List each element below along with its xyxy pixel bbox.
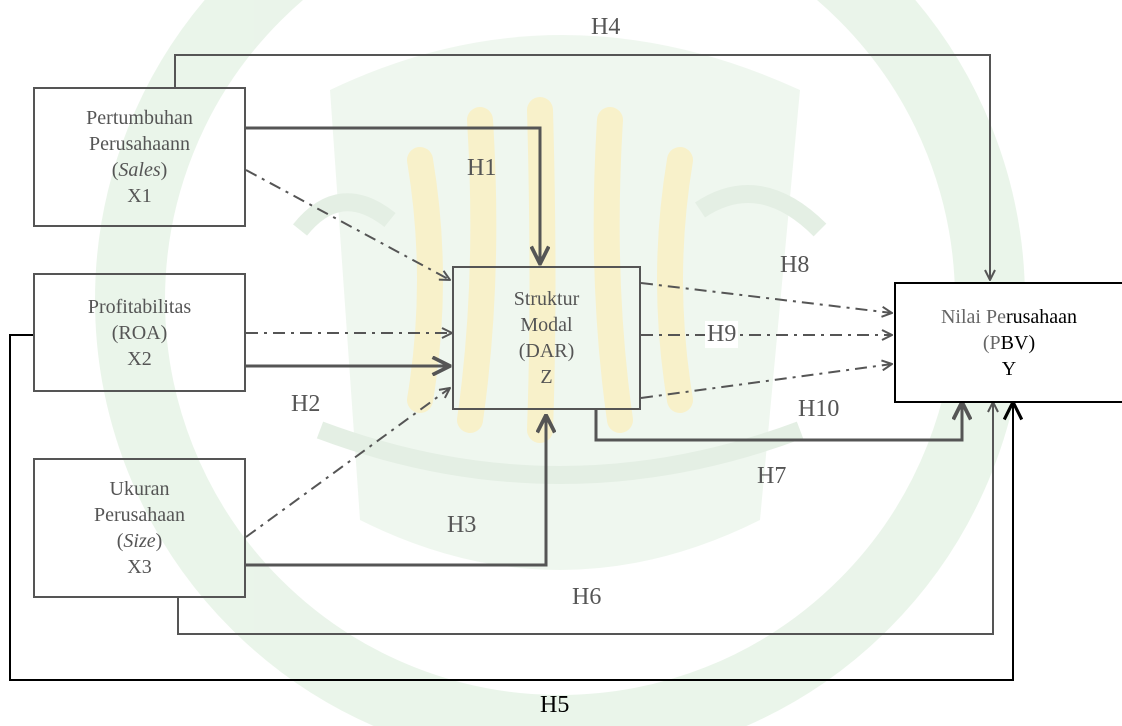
path-h8 <box>640 282 892 313</box>
box-x3-size: Ukuran Perusahaan (Size) X3 <box>33 458 246 598</box>
label-h3: H3 <box>447 512 477 538</box>
z-line2: Modal <box>520 314 573 336</box>
x1-line4: X1 <box>127 185 152 207</box>
label-h5: H5 <box>540 692 570 718</box>
path-x1-z-dashed <box>245 169 450 280</box>
label-h9: H9 <box>705 321 739 348</box>
x1-line1: Pertumbuhan <box>86 107 193 129</box>
x1-line3: (Sales) <box>111 159 168 181</box>
x2-line2: (ROA) <box>111 321 168 344</box>
z-line3: (DAR) <box>518 340 575 362</box>
label-h4: H4 <box>591 14 621 40</box>
z-line4: Z <box>540 366 553 388</box>
x2-line3: X2 <box>127 347 152 370</box>
y-line1: Nilai Perusahaan <box>940 305 1078 328</box>
box-x2-profitability: Profitabilitas (ROA) X2 <box>33 273 246 392</box>
box-x1-growth: Pertumbuhan Perusahaann (Sales) X1 <box>33 87 246 227</box>
z-line1: Struktur <box>513 288 580 310</box>
x3-line1: Ukuran <box>109 478 170 500</box>
x3-line4: X3 <box>127 556 152 578</box>
box-y-firm-value: Nilai Perusahaan (PBV) Y <box>894 282 1122 403</box>
y-line3: Y <box>1001 357 1017 380</box>
label-h10: H10 <box>798 396 840 422</box>
y-line2: (PBV) <box>982 331 1036 354</box>
path-h1 <box>245 126 540 264</box>
path-x3-z-dashed <box>245 388 450 538</box>
x3-line2: Perusahaan <box>93 504 186 526</box>
path-h7 <box>594 402 962 442</box>
path-h3 <box>246 415 546 567</box>
path-h5 <box>9 334 1013 681</box>
label-h2: H2 <box>291 391 321 417</box>
label-h6: H6 <box>572 584 602 610</box>
label-h1: H1 <box>467 155 497 181</box>
path-h4 <box>174 54 990 280</box>
label-h7: H7 <box>757 463 787 489</box>
box-z-capital-structure: Struktur Modal (DAR) Z <box>452 266 641 410</box>
path-h6 <box>177 402 993 635</box>
path-h10 <box>640 364 892 399</box>
x3-line3: (Size) <box>116 530 163 552</box>
label-h8: H8 <box>780 252 810 278</box>
x2-line1: Profitabilitas <box>87 295 192 318</box>
x1-line2: Perusahaann <box>88 133 191 155</box>
